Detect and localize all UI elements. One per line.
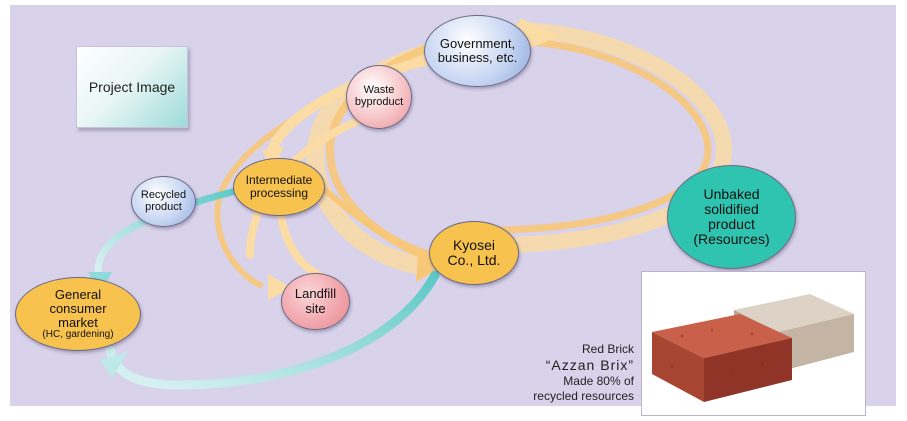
arrowhead-into-landfill: [268, 274, 292, 300]
brick-photo: [641, 271, 866, 416]
caption-product-name: “Azzan Brix”: [545, 357, 634, 373]
arrowhead-into-kyosei: [416, 254, 440, 282]
caption-line-4: recycled resources: [533, 389, 634, 403]
node-government: Government,business, etc.: [424, 15, 531, 87]
project-image-label: Project Image: [76, 46, 188, 128]
arrowhead-into-market-bottom: [100, 352, 128, 378]
node-consumer-market: General consumer market (HC, gardening): [15, 277, 141, 351]
brick-caption: Red Brick “Azzan Brix” Made 80% of recyc…: [498, 342, 634, 404]
teal-recycle-arrow: [94, 186, 440, 390]
caption-line-3: Made 80% of: [563, 374, 634, 388]
brick-illustration: [652, 294, 854, 402]
caption-line-1: Red Brick: [581, 342, 634, 356]
node-unbaked-product: Unbaked solidified product (Resources): [667, 165, 796, 269]
